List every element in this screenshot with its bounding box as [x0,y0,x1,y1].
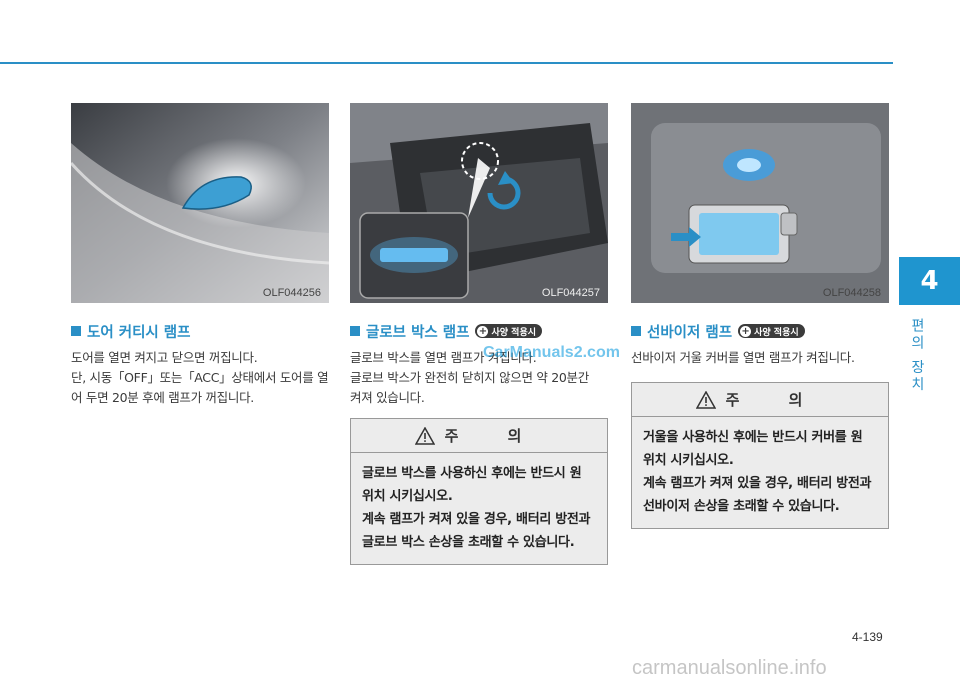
warning-triangle-icon [414,426,435,445]
plus-icon: + [740,325,752,337]
chapter-number: 4 [920,266,939,296]
caution-title: 주 의 [444,427,544,445]
caution-body: 글로브 박스를 사용하신 후에는 반드시 원 위치 시키십시오. 계속 램프가 … [351,453,607,564]
chapter-title: 편의 장치 [909,318,925,394]
section-title: 선바이저 램프 [647,324,733,341]
bullet-square-icon [350,326,360,336]
caution-box-sun-visor: 주 의 거울을 사용하신 후에는 반드시 커버를 원 위치 시키십시오. 계속 … [631,382,889,529]
caution-heading: 주 의 [632,383,888,417]
badge-label: 사양 적용시 [754,327,799,338]
caution-line: 위치 시키십시오. [643,453,734,468]
caution-line: 선바이저 손상을 초래할 수 있습니다. [643,499,840,514]
body-line: 도어를 열면 켜지고 닫으면 꺼집니다. [71,350,258,365]
figure-code: OLF044258 [822,287,881,299]
bullet-square-icon [631,326,641,336]
section-door-courtesy-lamp: 도어 커티시 램프 도어를 열면 켜지고 닫으면 꺼집니다. 단, 시동「OFF… [71,320,329,408]
badge-label: 사양 적용시 [491,327,537,338]
caution-line: 위치 시키십시오. [362,489,453,504]
chapter-tab[interactable]: 4 [899,257,960,305]
bullet-square-icon [71,326,81,336]
caution-heading: 주 의 [351,419,607,453]
watermark-footer: carmanualsonline.info [632,657,827,679]
body-line: 어 두면 20분 후에 램프가 꺼집니다. [71,390,254,405]
section-title: 글로브 박스 램프 [366,324,470,341]
caution-line: 계속 램프가 켜져 있을 경우, 배터리 방전과 [362,512,591,527]
section-body: 선바이저 거울 커버를 열면 램프가 켜집니다. [631,348,889,368]
body-line: 단, 시동「OFF」또는「ACC」상태에서 도어를 열 [71,370,329,385]
caution-title: 주 의 [725,391,825,409]
body-line: 선바이저 거울 커버를 열면 램프가 켜집니다. [631,350,855,365]
section-body: 도어를 열면 켜지고 닫으면 꺼집니다. 단, 시동「OFF」또는「ACC」상태… [71,348,329,408]
body-line: 글로브 박스를 열면 램프가 켜집니다. [350,350,537,365]
section-glove-box-lamp: 글로브 박스 램프 +사양 적용시 글로브 박스를 열면 램프가 켜집니다. 글… [350,320,608,408]
figure-glove-box-lamp: OLF044257 [350,103,608,303]
caution-box-glove-box: 주 의 글로브 박스를 사용하신 후에는 반드시 원 위치 시키십시오. 계속 … [350,418,608,565]
option-badge: +사양 적용시 [738,324,805,338]
caution-body: 거울을 사용하신 후에는 반드시 커버를 원 위치 시키십시오. 계속 램프가 … [632,417,888,528]
watermark-inline: CarManuals2.com [483,344,620,361]
body-line: 켜져 있습니다. [350,390,425,405]
page-number: 4-139 [852,630,883,644]
section-heading: 선바이저 램프 +사양 적용시 [631,320,889,342]
caution-line: 계속 램프가 켜져 있을 경우, 배터리 방전과 [643,476,872,491]
option-badge: +사양 적용시 [475,324,543,338]
body-line: 글로브 박스가 완전히 닫히지 않으면 약 20분간 [350,370,589,385]
section-title: 도어 커티시 램프 [87,324,191,341]
warning-triangle-icon [695,390,716,409]
header-rule [0,62,893,64]
section-heading: 글로브 박스 램프 +사양 적용시 [350,320,608,342]
caution-line: 거울을 사용하신 후에는 반드시 커버를 원 [643,430,863,445]
figure-code: OLF044256 [262,287,321,299]
figure-code: OLF044257 [541,287,600,299]
plus-icon: + [477,325,489,337]
section-sun-visor-lamp: 선바이저 램프 +사양 적용시 선바이저 거울 커버를 열면 램프가 켜집니다. [631,320,889,368]
figure-sun-visor-lamp: OLF044258 [631,103,889,303]
figure-door-courtesy-lamp: OLF044256 [71,103,329,303]
caution-line: 글로브 박스 손상을 초래할 수 있습니다. [362,535,575,550]
section-body: 글로브 박스를 열면 램프가 켜집니다. 글로브 박스가 완전히 닫히지 않으면… [350,348,608,408]
caution-line: 글로브 박스를 사용하신 후에는 반드시 원 [362,466,582,481]
section-heading: 도어 커티시 램프 [71,320,329,342]
